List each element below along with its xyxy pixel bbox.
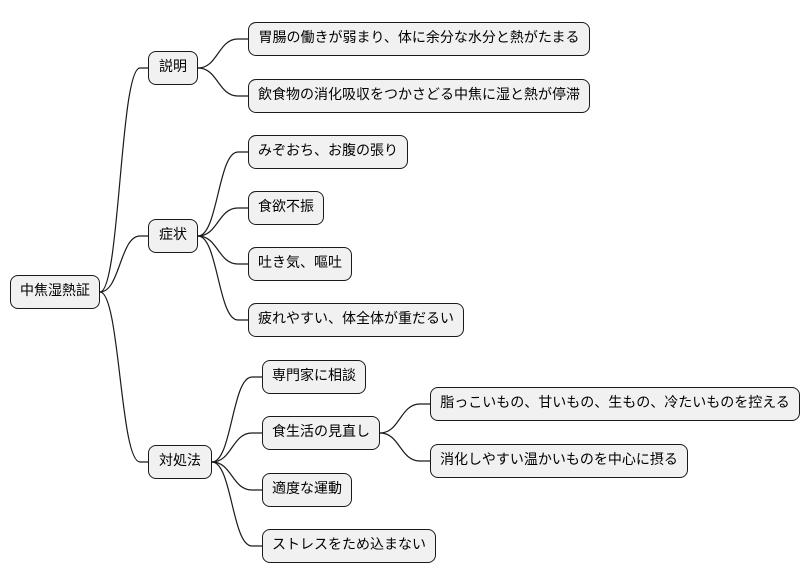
- explanation-item: 胃腸の働きが弱まり、体に余分な水分と熱がたまる: [248, 22, 590, 56]
- edge-countermeasure-3: [211, 461, 262, 491]
- edge-symptom-3: [197, 235, 248, 265]
- countermeasure-item: 専門家に相談: [262, 360, 366, 394]
- edge-countermeasure-4: [211, 461, 262, 547]
- diet-item: 脂っこいもの、甘いもの、生もの、冷たいものを控える: [430, 387, 800, 421]
- edge-countermeasure-2: [211, 432, 262, 463]
- edge-explanation-2: [197, 67, 248, 97]
- countermeasure-item: ストレスをため込まない: [262, 529, 436, 563]
- symptom-item: 吐き気、嘔吐: [248, 247, 352, 281]
- edge-symptom-4: [197, 235, 248, 321]
- symptom-item: 食欲不振: [248, 191, 324, 225]
- edge-diet-1: [379, 403, 430, 434]
- diet-item: 消化しやすい温かいものを中心に摂る: [430, 444, 688, 478]
- symptom-item: 疲れやすい、体全体が重だるい: [248, 303, 464, 337]
- root-node: 中焦湿熱証: [10, 275, 100, 309]
- symptom-item: みぞおち、お腹の張り: [248, 135, 408, 169]
- edge-symptom-2: [197, 207, 248, 237]
- branch-explanation: 説明: [148, 51, 198, 85]
- edge-explanation-1: [197, 38, 248, 69]
- countermeasure-item: 食生活の見直し: [262, 416, 380, 450]
- explanation-item: 飲食物の消化吸収をつかさどる中焦に湿と熱が停滞: [248, 79, 590, 113]
- edge-root-explanation: [99, 67, 148, 293]
- edge-root-symptoms: [99, 235, 148, 293]
- edge-root-countermeasures: [99, 291, 148, 463]
- edge-diet-2: [379, 432, 430, 462]
- countermeasure-item: 適度な運動: [262, 473, 352, 507]
- branch-countermeasures: 対処法: [148, 445, 212, 479]
- edge-symptom-1: [197, 151, 248, 237]
- branch-symptoms: 症状: [148, 219, 198, 253]
- edge-countermeasure-1: [211, 376, 262, 463]
